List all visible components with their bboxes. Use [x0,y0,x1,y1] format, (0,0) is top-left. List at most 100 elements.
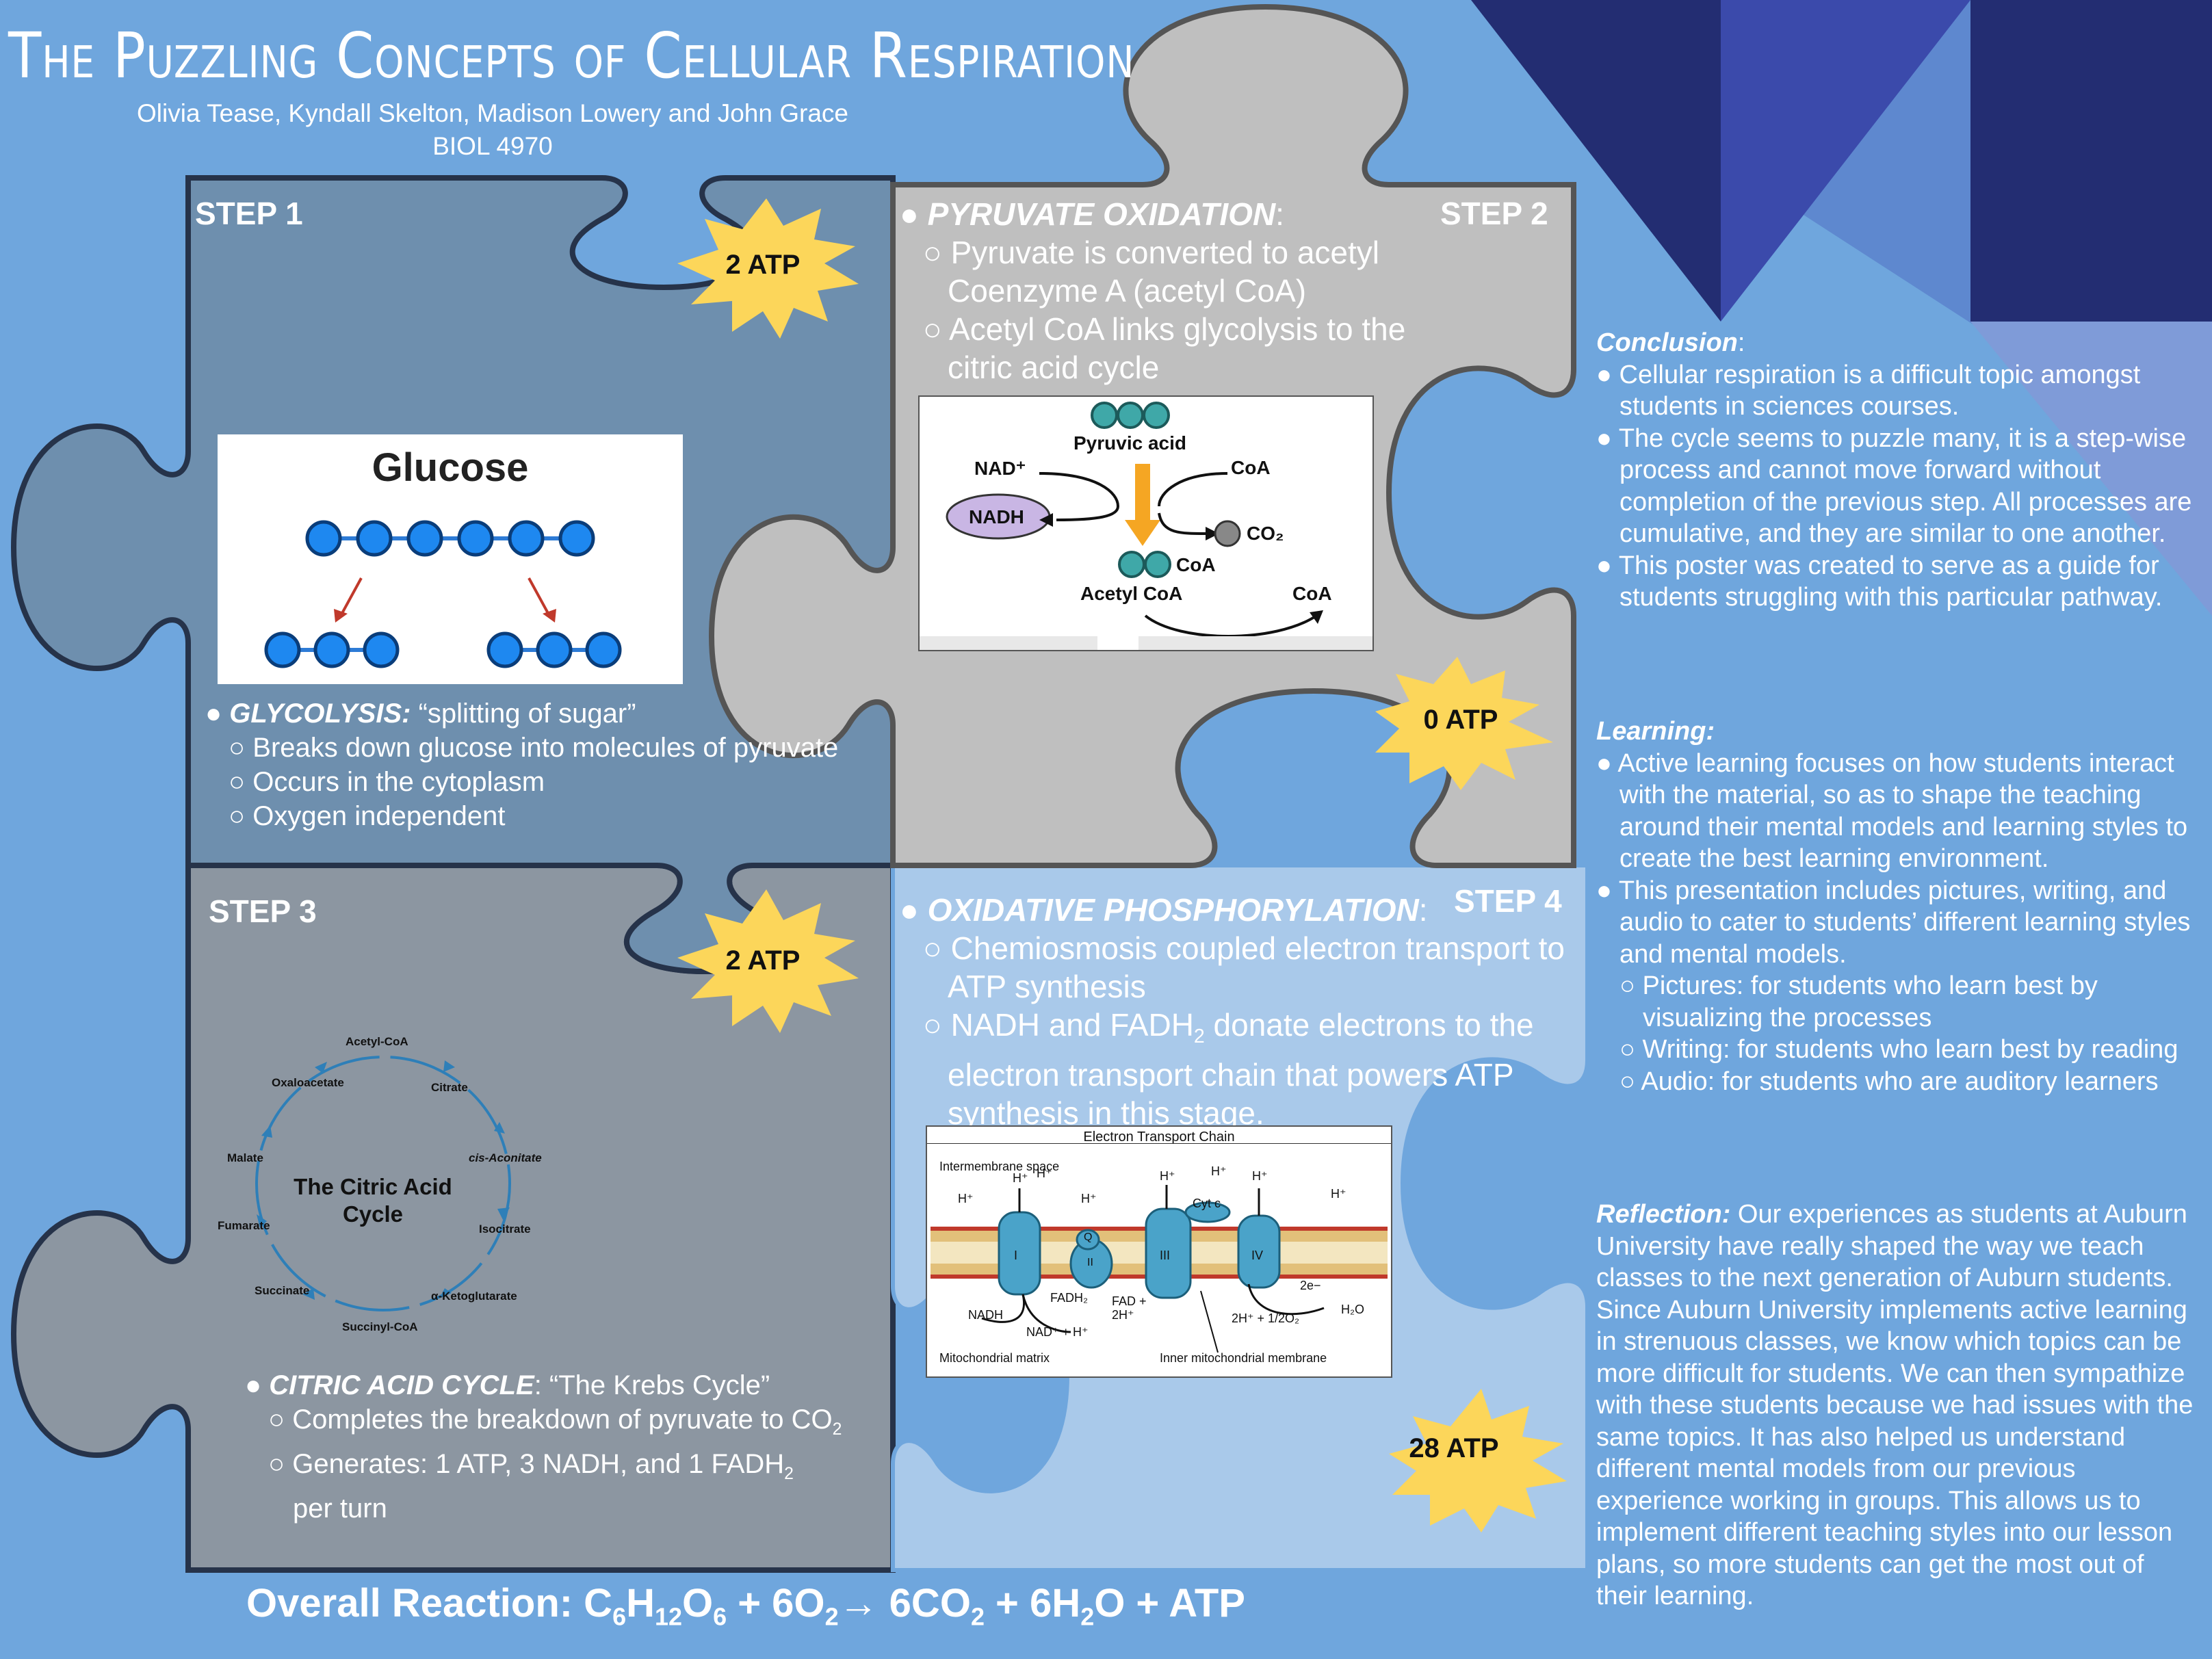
step4-heading-colon: : [1418,892,1428,928]
step3-label: STEP 3 [209,893,317,929]
learning-heading: Learning: [1596,717,1715,746]
cycle-node-isocitrate: Isocitrate [479,1223,531,1236]
step4-heading: ● OXIDATIVE PHOSPHORYLATION: [900,892,1428,928]
cycle-node-citrate: Citrate [431,1081,468,1094]
step1-point-3-text: Oxygen independent [252,801,506,831]
formula-tail: O + ATP [1094,1581,1245,1625]
nadh-label: NADH [969,506,1024,527]
bg-triangle-dark [1471,0,1721,322]
acetyl-coa-label: Acetyl CoA [1080,583,1183,604]
glucose-image: Glucose [218,434,683,684]
step4-point-1: ○ Chemiosmosis coupled electron transpor… [923,930,1565,1004]
pyruvic-acid-label: Pyruvic acid [1074,432,1186,454]
nad-label: NAD⁺ [974,458,1026,479]
step3-point-1: ○ Completes the breakdown of pyruvate to… [268,1405,842,1439]
step1-atp: 2 ATP [725,250,801,280]
atp-burst-step4 [1389,1389,1567,1532]
step3-text: ● CITRIC ACID CYCLE: “The Krebs Cycle” ○… [245,1368,861,1526]
citric-acid-cycle-diagram [255,1056,511,1311]
step4-atp: 28 ATP [1409,1433,1499,1463]
etc-complex-3: III [1160,1249,1171,1262]
course: BIOL 4970 [432,132,553,160]
step4-point-2-text-b: donate electrons to the electron transpo… [948,1007,1534,1132]
etc-membrane-label: Inner mitochondrial membrane [1160,1351,1327,1365]
learning-subpoint-2-text: Writing: for students who learn best by … [1642,1035,2178,1064]
cycle-node-succinate: Succinate [255,1284,310,1297]
etc-hplus-2: H⁺ [958,1192,974,1205]
cycle-node-malate: Malate [227,1151,263,1164]
atp-burst-step1 [677,198,859,339]
learning-point-2-text: This presentation includes pictures, wri… [1618,876,2191,969]
cycle-node-cis-aconitate: cis-Aconitate [469,1151,542,1164]
citric-acid-subtitle: : “The Krebs Cycle” [534,1370,770,1400]
glycolysis-subtitle: “splitting of sugar” [411,698,636,729]
co2-label: CO₂ [1247,523,1284,544]
co2-subscript: 2 [832,1420,842,1439]
overall-reaction: Overall Reaction: C6H12O6 + 6O2→ 6CO2 + … [246,1580,1245,1632]
conclusion-point-2-text: The cycle seems to puzzle many, it is a … [1618,423,2192,549]
step1-point-3: ○ Oxygen independent [229,801,506,831]
poster-title: The Puzzling Concepts of Cellular Respir… [8,19,1135,92]
learning-subpoint-3: ○ Audio: for students who are auditory l… [1619,1067,2159,1096]
etc-q-label: Q [1084,1231,1093,1243]
learning-subpoint-1-text: Pictures: for students who learn best by… [1642,971,2098,1032]
reflection-heading: Reflection: [1596,1200,1731,1229]
step1-point-1: ○ Breaks down glucose into molecules of … [229,733,839,763]
coa-small-label: CoA [1176,554,1216,575]
etc-intermembrane-label: Intermembrane space [939,1160,1060,1173]
cycle-node-oxaloacetate: Oxaloacetate [272,1076,344,1089]
step2-point-2: ○ Acetyl CoA links glycolysis to the cit… [923,311,1406,385]
formula-co2-sub: 2 [970,1602,985,1631]
learning-subpoint-2: ○ Writing: for students who learn best b… [1619,1035,2178,1064]
formula-water-sub: 2 [1080,1602,1095,1631]
pyruvate-oxidation-heading: PYRUVATE OXIDATION [927,196,1276,232]
step4-point-2-text-a: NADH and FADH [950,1007,1194,1043]
etc-membrane-art [931,1185,1388,1353]
step3-atp: 2 ATP [725,945,801,976]
step3-point-1-text: Completes the breakdown of pyruvate to C… [292,1405,833,1435]
conclusion-heading: Conclusion: [1596,328,1745,357]
step1-point-1-text: Breaks down glucose into molecules of py… [252,733,839,763]
reflection-text: Our experiences as students at Auburn Un… [1596,1200,2194,1610]
step2-atp: 0 ATP [1423,705,1498,735]
cycle-node-fumarate: Fumarate [218,1219,270,1232]
conclusion-point-2: ● The cycle seems to puzzle many, it is … [1596,423,2192,549]
step4-fadh2-subscript: 2 [1193,1026,1205,1048]
oxidative-phosphorylation-heading: OXIDATIVE PHOSPHORYLATION [927,892,1419,928]
etc-complex-2: II [1087,1257,1093,1268]
formula-o-sub: 6 [713,1602,727,1631]
formula-h: H [626,1581,655,1625]
step2-text: ● PYRUVATE OXIDATION: ○ Pyruvate is conv… [900,195,1433,387]
formula-water: + 6H [984,1581,1081,1625]
learning-section: Learning: ● Active learning focuses on h… [1596,716,2198,1097]
bg-triangle-pale [1970,322,2212,616]
step3-point-2-tail: per turn [293,1493,387,1524]
step2-point-2-text: Acetyl CoA links glycolysis to the citri… [948,311,1406,385]
cycle-node-succinyl-coa: Succinyl-CoA [342,1320,418,1333]
etc-fadh2: FADH₂ [1050,1291,1088,1305]
conclusion-point-1-text: Cellular respiration is a difficult topi… [1619,360,2141,421]
learning-point-1: ● Active learning focuses on how student… [1596,748,2188,874]
etc-hplus-8: H⁺ [1331,1187,1346,1201]
learning-point-1-text: Active learning focuses on how students … [1617,748,2188,874]
step4-label: STEP 4 [1454,883,1562,919]
etc-hplus-4: H⁺ [1081,1192,1097,1205]
formula-c-sub: 6 [612,1602,627,1631]
etc-cytc-label: Cyt c [1193,1197,1221,1210]
learning-point-2: ● This presentation includes pictures, w… [1596,876,2191,969]
step2-heading-colon: : [1275,196,1284,232]
step1-label: STEP 1 [195,196,303,231]
cycle-node-acetyl-coa: Acetyl-CoA [346,1035,408,1048]
step2-heading: ● PYRUVATE OXIDATION: [900,196,1284,232]
conclusion-point-1: ● Cellular respiration is a difficult to… [1596,360,2141,421]
etc-diagram: Electron Transport Chain Intermembrane s… [926,1125,1392,1378]
step1-heading: ● GLYCOLYSIS: “splitting of sugar” [205,698,636,729]
citric-acid-heading: CITRIC ACID CYCLE [269,1370,534,1400]
step3-heading: ● CITRIC ACID CYCLE: “The Krebs Cycle” [245,1370,770,1400]
etc-title: Electron Transport Chain [1083,1129,1235,1145]
conclusion-section: Conclusion: ● Cellular respiration is a … [1596,327,2198,614]
formula-co2: → 6CO [838,1581,971,1625]
conclusion-point-3-text: This poster was created to serve as a gu… [1618,551,2163,612]
step3-point-2-text: Generates: 1 ATP, 3 NADH, and 1 FADH [292,1449,785,1479]
glucose-title: Glucose [372,445,529,490]
